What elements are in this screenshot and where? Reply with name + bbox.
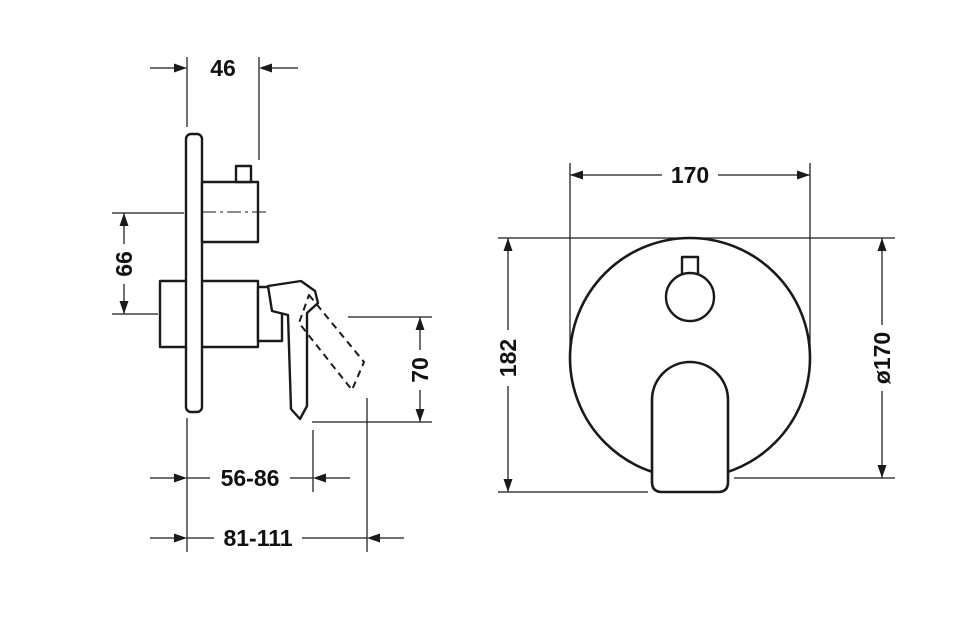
front-view: 170 182 ø170 — [495, 162, 895, 494]
lever-handle — [266, 279, 320, 421]
arrowhead — [797, 170, 810, 180]
dim-label-81-111: 81-111 — [223, 525, 292, 551]
dim-81-111: 81-111 — [150, 398, 404, 552]
arrowhead — [877, 238, 887, 251]
side-view: 46 66 70 — [111, 55, 433, 552]
valve-body — [158, 279, 260, 349]
arrowhead — [313, 473, 326, 483]
lever-front — [650, 360, 730, 494]
dim-182: 182 — [495, 238, 648, 493]
dim-diameter-170: ø170 — [734, 238, 895, 479]
dim-170: 170 — [569, 162, 811, 348]
arrowhead — [503, 479, 513, 492]
arrowhead — [174, 533, 187, 543]
arrowhead — [570, 170, 583, 180]
dim-label-182: 182 — [495, 339, 521, 377]
dim-label-56-86: 56-86 — [221, 465, 280, 491]
dim-70: 70 — [312, 316, 433, 423]
dim-66: 66 — [111, 212, 184, 315]
dim-label-66: 66 — [111, 251, 137, 277]
arrowhead — [367, 533, 380, 543]
dim-46: 46 — [150, 55, 298, 160]
diverter-tab — [680, 255, 700, 276]
arrowhead — [119, 301, 129, 314]
arrowhead — [119, 213, 129, 226]
dim-label-46: 46 — [210, 55, 236, 81]
diverter-knob — [664, 271, 716, 323]
arrowhead — [174, 473, 187, 483]
escutcheon-flange — [184, 132, 204, 414]
arrowhead — [415, 409, 425, 422]
dim-label-70: 70 — [407, 357, 433, 383]
arrowhead — [259, 63, 272, 73]
cartridge-knob — [234, 164, 253, 184]
dim-label-170: 170 — [671, 162, 709, 188]
dim-56-86: 56-86 — [150, 418, 350, 552]
arrowhead — [174, 63, 187, 73]
arrowhead — [503, 238, 513, 251]
arrowhead — [877, 465, 887, 478]
dim-label-diameter-170: ø170 — [869, 332, 895, 384]
arrowhead — [415, 317, 425, 330]
